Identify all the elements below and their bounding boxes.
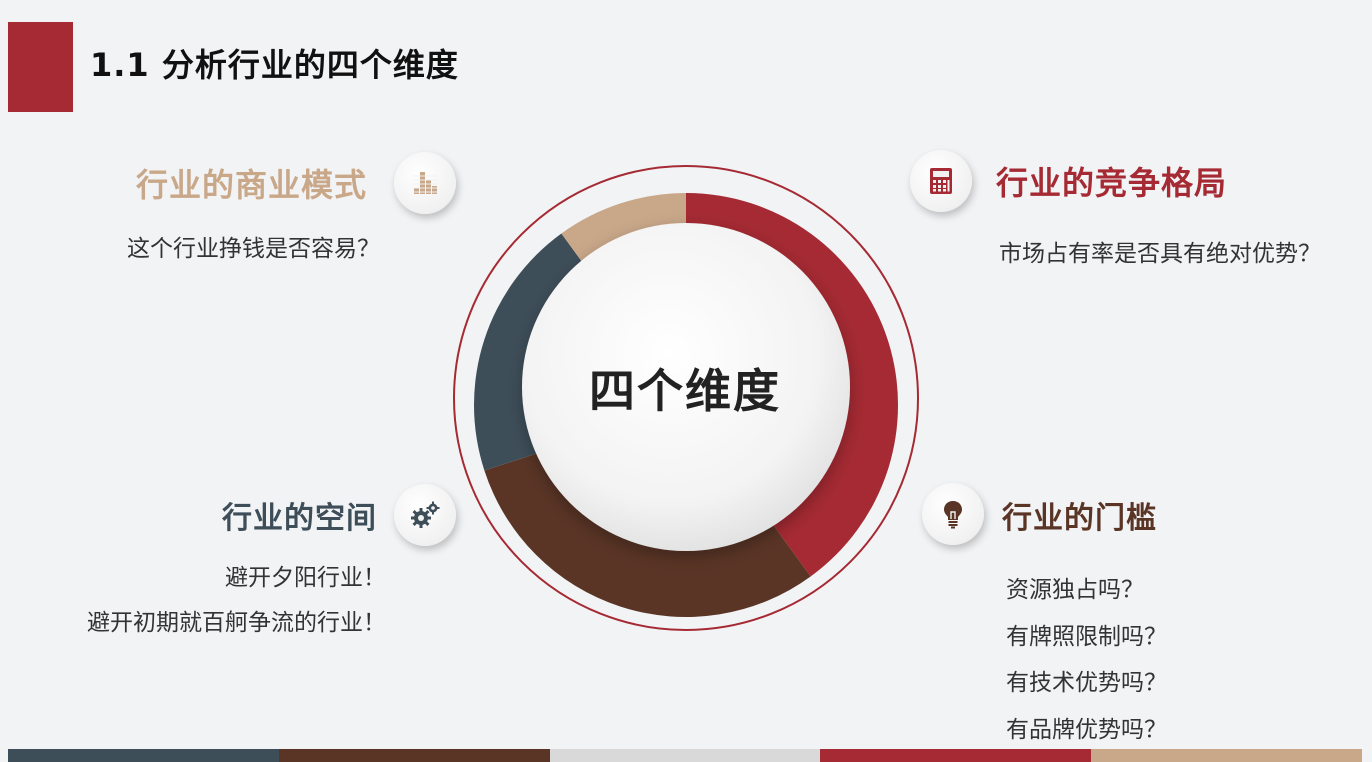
barrier-icon-circle [922,483,984,545]
space-line-2: 避开初期就百舸争流的行业！ [87,610,386,636]
outer-ring [453,165,919,631]
donut-segment-competition [686,193,899,577]
bottom-bar-segment [8,749,279,762]
center-label: 四个维度 [589,364,781,418]
center-circle [522,223,850,551]
barrier-title: 行业的门槛 [1002,501,1157,536]
business-model-icon-circle [394,152,456,214]
business-model-title: 行业的商业模式 [135,166,367,204]
space-title: 行业的空间 [222,501,377,536]
calculator-icon [930,168,952,194]
slide-title: 1.1 分析行业的四个维度 [90,46,459,84]
space-icon-circle [394,484,456,546]
bottom-bar-segment [820,749,1092,762]
lightbulb-icon [944,501,962,529]
bottom-bar-segment [1091,749,1362,762]
bottom-bar-segment [278,749,550,762]
barrier-line-4: 有品牌优势吗？ [1006,717,1167,743]
competition-title: 行业的竞争格局 [996,164,1228,202]
business-model-line-1: 这个行业挣钱是否容易？ [127,236,380,262]
bar-chart-icon [413,172,438,194]
barrier-line-2: 有牌照限制吗？ [1006,624,1167,650]
gears-icon [411,501,440,528]
competition-line-1: 市场占有率是否具有绝对优势？ [999,241,1321,267]
barrier-line-1: 资源独占吗？ [1006,577,1144,603]
barrier-line-3: 有技术优势吗？ [1006,670,1167,696]
competition-icon-circle [910,150,972,212]
title-accent-block [8,22,73,112]
bottom-bar-segment [549,749,821,762]
space-line-1: 避开夕阳行业！ [225,565,386,591]
bottom-color-bar [8,749,1362,762]
